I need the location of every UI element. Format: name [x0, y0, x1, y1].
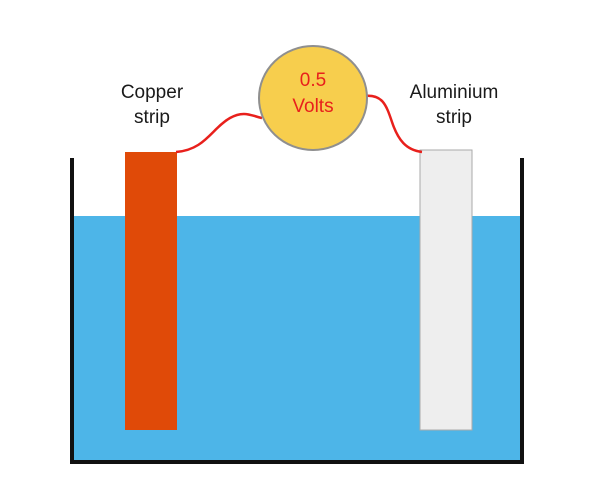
copper-strip-label: Copper strip: [96, 80, 208, 130]
voltmeter-reading: 0.5 Volts: [258, 68, 368, 120]
copper-label-line2: strip: [134, 107, 170, 128]
voltage-value: 0.5: [299, 70, 327, 91]
copper-strip: [125, 152, 177, 430]
voltmeter-dial: [258, 45, 368, 151]
aluminium-label-line2: strip: [436, 107, 472, 128]
aluminium-strip: [419, 149, 473, 431]
wire-right: [363, 94, 423, 154]
copper-label-line1: Copper: [120, 82, 184, 103]
aluminium-strip-label: Aluminium strip: [390, 80, 518, 130]
aluminium-label-line1: Aluminium: [409, 82, 499, 103]
beaker-container: [70, 158, 524, 464]
voltage-unit: Volts: [292, 96, 334, 117]
wire-left: [175, 112, 263, 154]
